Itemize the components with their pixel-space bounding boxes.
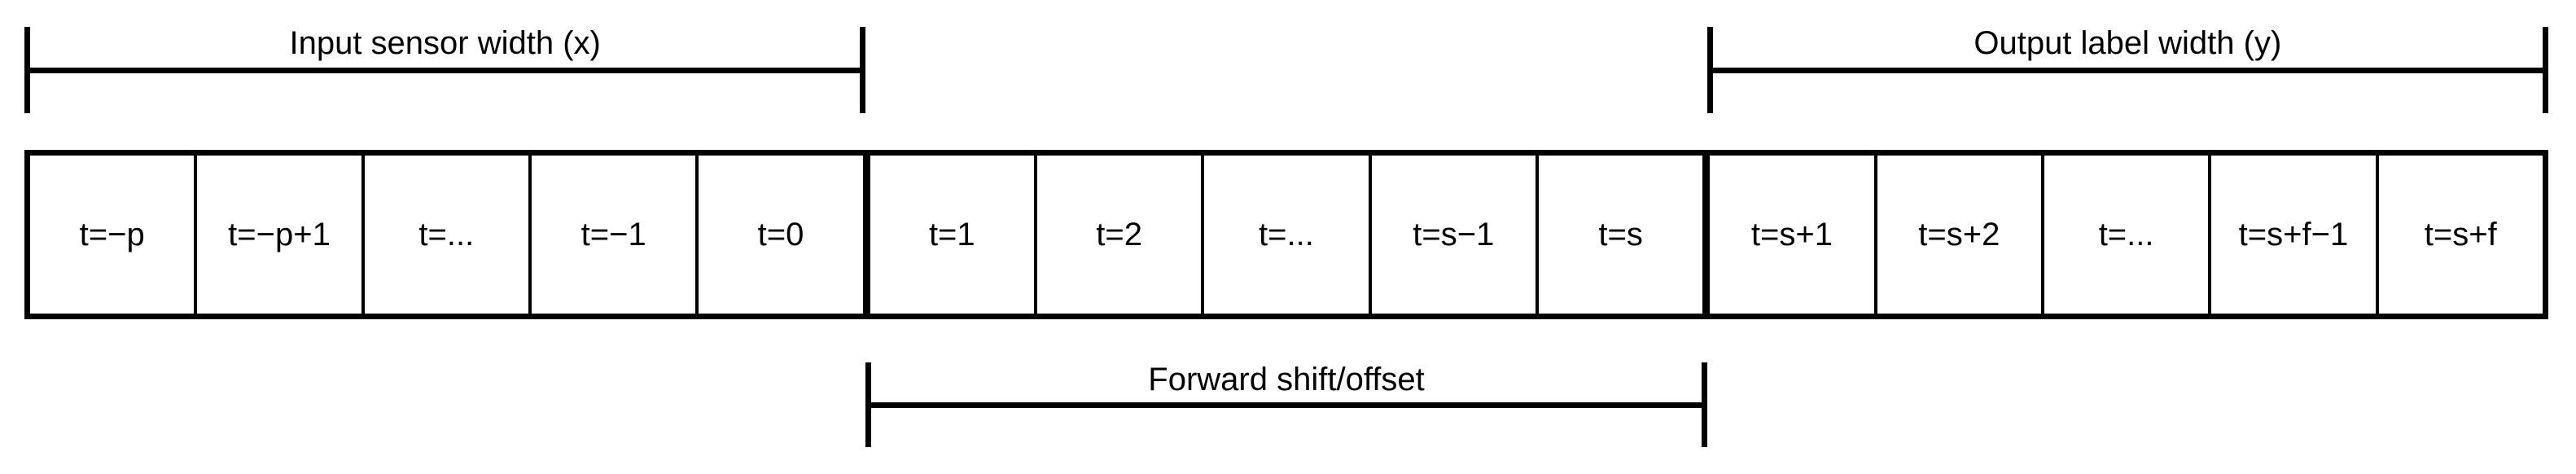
bracket-input-bar (24, 68, 866, 73)
cell-label: t=−p+1 (228, 217, 331, 252)
cell-label: t=s+2 (1918, 217, 2000, 252)
cell-label: t=... (2098, 217, 2154, 252)
cell-label: t=... (1259, 217, 1314, 252)
cell-t-dots-1: t=... (364, 156, 532, 314)
cell-label: t=1 (928, 217, 975, 252)
cell-t-s: t=s (1538, 156, 1711, 314)
bracket-input-sensor-width: Input sensor width (x) (24, 25, 866, 113)
bracket-forward-shift-offset: Forward shift/offset (865, 362, 1707, 447)
cell-label: t=... (418, 217, 475, 252)
cell-label: t=s+f (2424, 217, 2497, 252)
cell-t-s-minus-1: t=s−1 (1371, 156, 1539, 314)
cell-t-dots-2: t=... (1204, 156, 1372, 314)
cell-label: t=s (1598, 217, 1643, 252)
cell-t-0: t=0 (699, 156, 870, 314)
cell-t-s-plus-f-minus-1: t=s+f−1 (2211, 156, 2379, 314)
bracket-input-label: Input sensor width (x) (289, 25, 601, 61)
cell-label: t=s+1 (1750, 217, 1833, 252)
timeline-cell-strip: t=−p t=−p+1 t=... t=−1 t=0 t=1 t=2 t=... t=s−1 t=… (24, 150, 2548, 319)
bracket-forward-bar (865, 402, 1707, 408)
bracket-output-label: Output label width (y) (1974, 25, 2282, 61)
cell-t-s-plus-1: t=s+1 (1710, 156, 1877, 314)
cell-t-minus-1: t=−1 (531, 156, 699, 314)
cell-t-1: t=1 (870, 156, 1037, 314)
cell-label: t=s−1 (1413, 217, 1495, 252)
bracket-forward-label: Forward shift/offset (1148, 362, 1425, 397)
cell-t-minus-p-plus-1: t=−p+1 (197, 156, 365, 314)
cell-label: t=2 (1096, 217, 1142, 252)
cell-label: t=−1 (580, 217, 646, 252)
cell-t-s-plus-2: t=s+2 (1877, 156, 2044, 314)
cell-label: t=s+f−1 (2238, 217, 2349, 252)
bracket-output-bar (1706, 68, 2548, 73)
cell-label: t=0 (757, 217, 804, 252)
cell-t-s-plus-f: t=s+f (2378, 156, 2543, 314)
cell-label: t=−p (79, 217, 145, 252)
cell-t-dots-3: t=... (2044, 156, 2212, 314)
cell-t-2: t=2 (1036, 156, 1205, 314)
cell-t-minus-p: t=−p (30, 156, 198, 314)
bracket-output-label-width: Output label width (y) (1706, 25, 2548, 113)
